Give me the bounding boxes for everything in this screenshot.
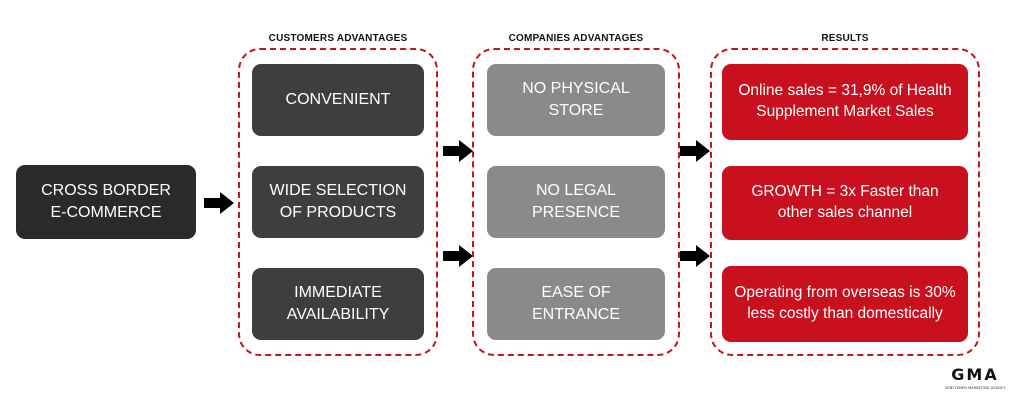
customers-item-wide-selection: WIDE SELECTION OF PRODUCTS [252,166,424,238]
arrow-right-icon [443,140,473,162]
svg-text:GENTLEMEN MARKETING AGENCY: GENTLEMEN MARKETING AGENCY [945,386,1007,390]
arrow-right-icon [204,192,234,214]
source-box: CROSS BORDER E-COMMERCE [16,165,196,239]
companies-item-no-physical-store: NO PHYSICAL STORE [487,64,665,136]
results-item-growth: GROWTH = 3x Faster than other sales chan… [722,166,968,240]
arrow-right-icon [443,245,473,267]
customers-heading: CUSTOMERS ADVANTAGES [268,33,408,44]
customers-item-convenient: CONVENIENT [252,64,424,136]
companies-item-ease-of-entrance: EASE OF ENTRANCE [487,268,665,340]
customers-item-immediate-availability: IMMEDIATE AVAILABILITY [252,268,424,340]
gma-logo: GMA GENTLEMEN MARKETING AGENCY [945,365,1007,390]
companies-heading: COMPANIES ADVANTAGES [508,33,644,44]
arrow-right-icon [680,245,710,267]
companies-group [472,48,680,356]
results-item-online-sales: Online sales = 31,9% of Health Supplemen… [722,64,968,140]
customers-group [238,48,438,356]
companies-item-no-legal-presence: NO LEGAL PRESENCE [487,166,665,238]
results-group [710,48,980,356]
results-item-operating-overseas: Operating from overseas is 30% less cost… [722,266,968,342]
arrow-right-icon [680,140,710,162]
svg-text:GMA: GMA [951,365,998,384]
results-heading: RESULTS [821,33,869,44]
